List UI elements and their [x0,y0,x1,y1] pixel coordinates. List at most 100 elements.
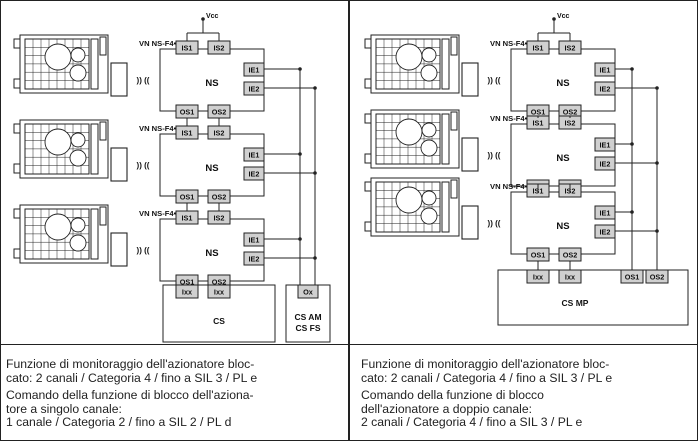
left-unit-2-mount-top [13,123,21,134]
left-unit-1-ie2-box-label: IE2 [249,85,260,94]
right-unit-2-wireless-symbol: )) (( [488,151,501,160]
right-unit-1-actuator-body [370,34,460,94]
right-vcc-dot [552,17,556,21]
right-unit-2-actuator-tab [450,111,458,131]
left-unit-1-ie1-box-label: IE1 [249,66,260,75]
left-ox-box [297,284,319,299]
left-panel-frame [0,0,349,441]
right-ixx1-box-label: Ixx [533,273,543,282]
right-unit-1-os1-box-label: OS1 [531,108,546,117]
left-unit-3-os2-box-label: OS2 [212,278,227,287]
left-unit-3-ie2-box-label: IE2 [249,255,260,264]
left-unit-3-actuator-circle [69,234,87,252]
left-ixx1-box [175,284,199,299]
left-unit-3-is1-box-label: IS1 [182,214,193,223]
left-unit-2-actuator-circle [69,149,87,167]
right-unit-2-is1-box-label: IS1 [533,119,544,128]
right-cs-mp-label: CS MP [562,298,589,308]
right-unit-3-actuator-circle [420,207,438,225]
left-ixx2-box [207,284,231,299]
right-unit-1-os2-box-label: OS2 [563,108,578,117]
right-cs-mp-box [497,269,689,326]
right-unit-3-mount-bottom [364,221,372,232]
right-unit-1-actuator-circle [420,64,438,82]
left-unit-2-actuator-icon [13,119,128,182]
left-ox-box-label: Ox [303,288,313,297]
left-unit-3-actuator-tongue [110,232,128,267]
right-monitoring-caption: Funzione di monitoraggio dell'azionatore… [361,357,613,385]
right-cs-os1-box [620,269,644,284]
left-unit-1-mount-top [13,38,21,49]
right-vcc-label: Vcc [557,13,570,20]
left-ixx1-box-label: Ixx [182,288,192,297]
left-unit-1-actuator-tongue [110,62,128,97]
right-unit-3-os1-box-label: OS1 [531,251,546,260]
left-unit-3-actuator-circle [70,217,86,233]
right-unit-2-is2-box-label: IS2 [565,119,576,128]
right-unit-2-mount-top [364,113,372,124]
right-unit-1-actuator-tab [450,36,458,56]
right-unit-1-mount-top [364,38,372,49]
right-unit-1-actuator-tongue [461,62,479,97]
left-command-caption: Comando della funzione di blocco dell'az… [6,388,254,430]
right-unit-1-mount-bottom [364,78,372,89]
right-unit-1-actuator-circle [395,43,423,71]
left-unit-2-ie2-box-label: IE2 [249,170,260,179]
right-unit-3-wireless-symbol: )) (( [488,219,501,228]
right-unit-3-actuator-side [441,181,450,233]
left-unit-2-actuator-circle [44,128,72,156]
right-unit-1-ie2-box-label: IE2 [600,85,611,94]
right-unit-1-ie1-box-label: IE1 [600,66,611,75]
right-unit-1-actuator-circle [421,47,437,63]
left-unit-1-actuator-body [19,34,109,94]
right-unit-2-actuator-circle [421,122,437,138]
left-unit-1-os1-box-label: OS1 [180,108,195,117]
right-unit-3-actuator-label: VN NS-F4• [490,182,528,191]
left-unit-3-mount-top [13,208,21,219]
right-unit-2-actuator-body [370,109,460,169]
left-unit-1-ns-label: NS [205,78,218,89]
left-unit-1-wireless-symbol: )) (( [137,76,150,85]
right-command-caption: Comando della funzione di blocco dell'az… [361,388,583,430]
left-unit-2-os1-box-label: OS1 [180,193,195,202]
left-cs-label: CS [213,316,225,326]
right-unit-2-actuator-circle [420,139,438,157]
left-unit-3-actuator-circle [44,213,72,241]
left-unit-1-actuator-circle [69,64,87,82]
left-unit-1-actuator-icon [13,34,128,97]
right-unit-1-wireless-symbol: )) (( [488,76,501,85]
right-unit-2-actuator-side [441,113,450,165]
right-unit-1-actuator-icon [364,34,479,97]
left-unit-3-wireless-symbol: )) (( [137,246,150,255]
left-unit-1-is2-box-label: IS2 [214,44,225,53]
left-vcc-dot [201,17,205,21]
right-unit-2-actuator-circle [395,118,423,146]
right-unit-3-os2-box-label: OS2 [563,251,578,260]
left-unit-3-ie1-box-label: IE1 [249,236,260,245]
left-unit-3-actuator-icon [13,204,128,267]
right-ixx2-box [558,269,582,284]
right-unit-2-mount-bottom [364,153,372,164]
left-unit-1-actuator-label: VN NS-F4• [139,39,177,48]
left-unit-2-is1-box-label: IS1 [182,129,193,138]
right-unit-1-actuator-label: VN NS-F4• [490,39,528,48]
right-unit-3-actuator-circle [395,186,423,214]
right-unit-2-actuator-tongue [461,137,479,172]
right-unit-2-ie2-box-label: IE2 [600,160,611,169]
right-ixx2-box-label: Ixx [565,273,575,282]
right-unit-1-ns-label: NS [556,78,569,89]
left-unit-2-actuator-body [19,119,109,179]
left-unit-3-actuator-tab [99,206,107,226]
right-unit-3-actuator-tongue [461,205,479,240]
right-unit-3-ie2-box-label: IE2 [600,228,611,237]
right-unit-2-actuator-icon [364,109,479,172]
left-unit-3-actuator-label: VN NS-F4• [139,209,177,218]
right-unit-3-actuator-body [370,177,460,237]
right-unit-3-mount-top [364,181,372,192]
left-unit-2-os2-box-label: OS2 [212,193,227,202]
right-unit-2-ie1-box-label: IE1 [600,141,611,150]
left-unit-1-actuator-circle [70,47,86,63]
left-unit-1-is1-box-label: IS1 [182,44,193,53]
left-unit-3-actuator-side [90,208,99,260]
